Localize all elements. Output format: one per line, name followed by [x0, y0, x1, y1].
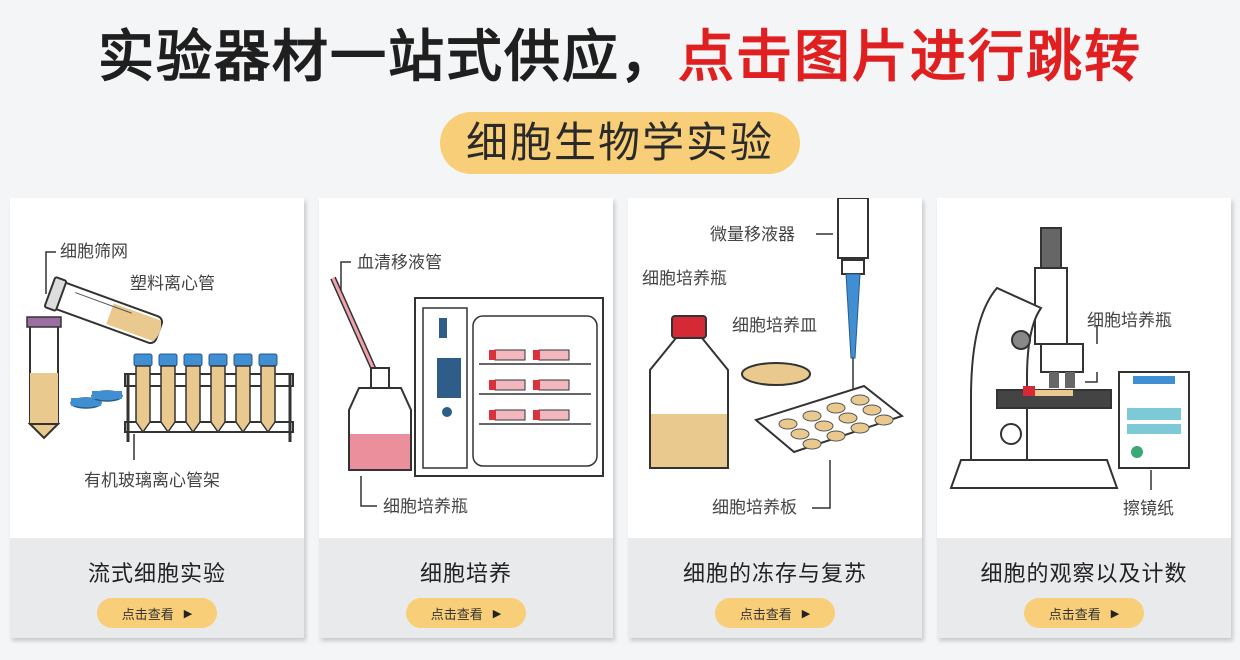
- view-button[interactable]: 点击查看 ▶: [406, 598, 526, 628]
- card-cell-culture[interactable]: 血清移液管 细胞培养瓶 细胞培养 点击查看: [319, 198, 613, 638]
- headline-cta: 点击图片进行跳转: [678, 25, 1142, 90]
- label-cell-strainer: 细胞筛网: [60, 242, 128, 262]
- microscope-icon: [1040, 227, 1062, 269]
- card-freeze-recovery[interactable]: 微量移液器 细胞培养瓶 细胞培养皿 细胞培养板 细胞的冻存与复苏 点击查看 ▶: [628, 198, 922, 638]
- category-pill: 细胞生物学实验: [439, 112, 800, 174]
- label-micropipette: 微量移液器: [710, 225, 795, 245]
- play-arrow-icon: ▶: [1110, 606, 1120, 620]
- label-lens-paper: 擦镜纸: [1123, 499, 1174, 519]
- label-tube-rack: 有机玻璃离心管架: [84, 471, 220, 491]
- view-button[interactable]: 点击查看 ▶: [715, 598, 835, 628]
- microscope-illustration: 细胞培养瓶 擦镜纸: [949, 227, 1190, 519]
- play-arrow-icon: ▶: [801, 606, 811, 620]
- tilted-tube-icon: [43, 276, 164, 345]
- micropipette-icon: [837, 198, 869, 259]
- label-plastic-tube: 塑料离心管: [130, 274, 215, 294]
- label-culture-plate: 细胞培养板: [712, 498, 797, 518]
- card-title: 流式细胞实验: [87, 562, 226, 587]
- card-flow-cytometry[interactable]: 细胞筛网 塑料离心管: [10, 198, 304, 638]
- flow-cytometry-illustration: 细胞筛网 塑料离心管: [26, 242, 294, 491]
- play-arrow-icon: ▶: [492, 606, 502, 620]
- play-arrow-icon: ▶: [183, 606, 193, 620]
- label-serum-pipette: 血清移液管: [357, 253, 442, 273]
- freeze-recovery-illustration: 微量移液器 细胞培养瓶 细胞培养皿 细胞培养板: [642, 198, 905, 518]
- card-title: 细胞的冻存与复苏: [682, 562, 867, 587]
- view-button[interactable]: 点击查看 ▶: [97, 598, 217, 628]
- label-flask-3: 细胞培养瓶: [642, 269, 727, 289]
- label-flask-4: 细胞培养瓶: [1087, 311, 1172, 331]
- headline-main: 实验器材一站式供应，: [98, 25, 678, 90]
- card-observation-counting[interactable]: 细胞培养瓶 擦镜纸 细胞的观察以及计数 点击查看 ▶: [937, 198, 1231, 638]
- label-culture-flask: 细胞培养瓶: [383, 497, 468, 517]
- petri-dish-icon: [741, 362, 811, 386]
- label-culture-dish: 细胞培养皿: [732, 316, 817, 336]
- card-title: 细胞培养: [419, 562, 512, 587]
- page-headline: 实验器材一站式供应，点击图片进行跳转: [0, 22, 1240, 94]
- card-title: 细胞的观察以及计数: [980, 562, 1188, 587]
- view-button[interactable]: 点击查看 ▶: [1024, 598, 1144, 628]
- cell-culture-illustration: 血清移液管 细胞培养瓶: [330, 253, 604, 517]
